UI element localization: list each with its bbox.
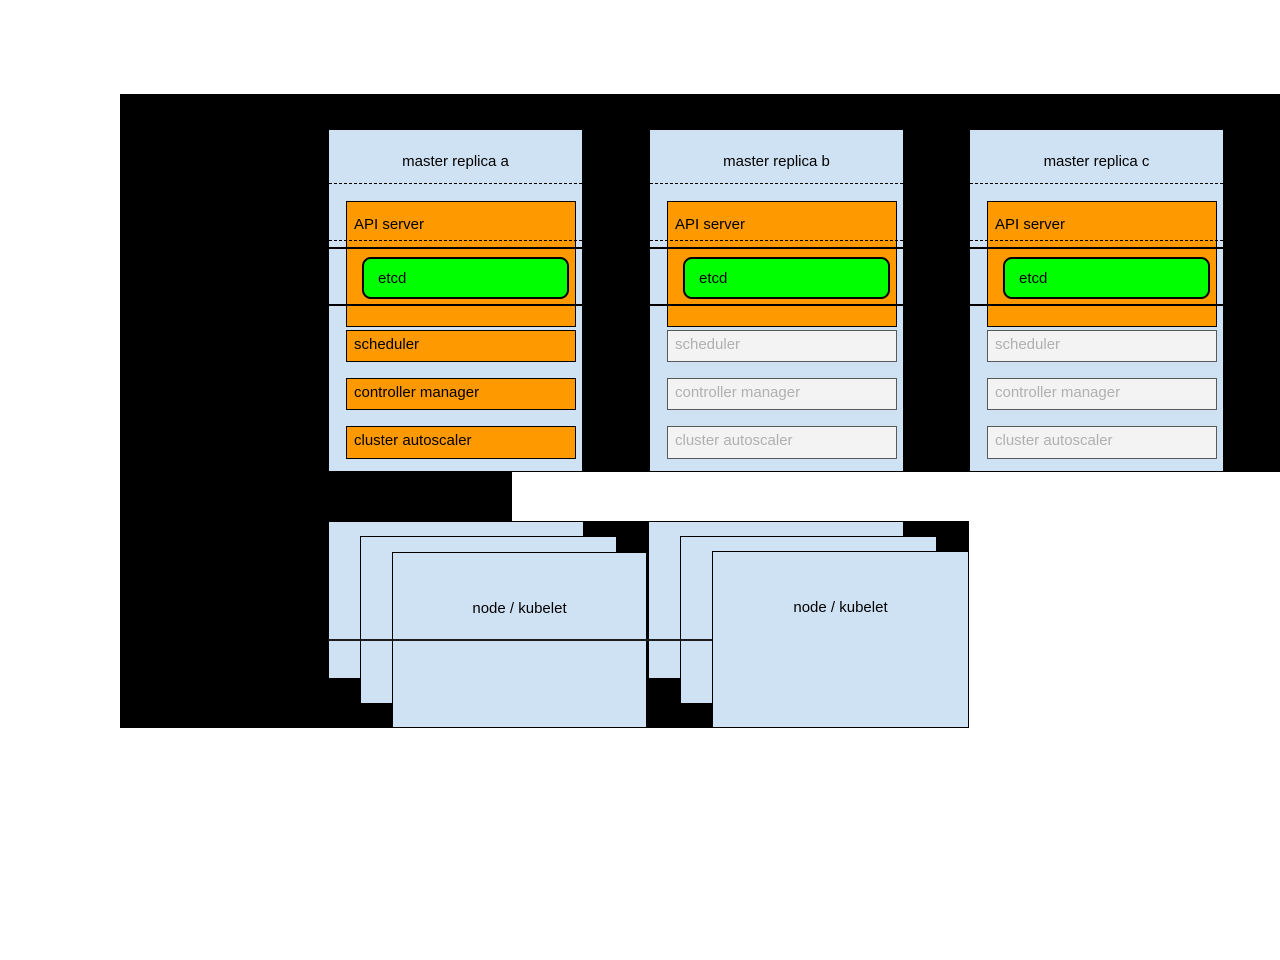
solid-separator-line	[329, 247, 582, 249]
scheduler-box: scheduler	[346, 330, 576, 362]
master-title: master replica c	[1043, 153, 1150, 170]
cluster-autoscaler-box: cluster autoscaler	[346, 426, 576, 459]
controller-manager-box: controller manager	[987, 378, 1217, 410]
master-replica-b-panel: master replica b API server etcd schedul…	[649, 129, 904, 472]
solid-separator-line	[970, 247, 1223, 249]
dashed-separator-line	[329, 183, 582, 184]
scheduler-box: scheduler	[987, 330, 1217, 362]
dashed-separator-line	[650, 183, 903, 184]
controller-manager-box: controller manager	[346, 378, 576, 410]
node-connector-line	[328, 639, 713, 641]
node-label: node / kubelet	[472, 600, 567, 617]
dashed-separator-line	[970, 183, 1223, 184]
node-box-front: node / kubelet	[712, 551, 969, 728]
master-replica-c-panel: master replica c API server etcd schedul…	[969, 129, 1224, 472]
dashed-separator-line	[970, 240, 1223, 241]
etcd-box: etcd	[362, 257, 569, 299]
cluster-autoscaler-box: cluster autoscaler	[667, 426, 897, 459]
solid-separator-line	[650, 304, 903, 306]
dashed-separator-line	[329, 240, 582, 241]
controller-manager-box: controller manager	[667, 378, 897, 410]
scheduler-box: scheduler	[667, 330, 897, 362]
etcd-box: etcd	[1003, 257, 1210, 299]
dashed-separator-line	[650, 240, 903, 241]
black-backdrop-left-column	[120, 472, 512, 521]
master-title: master replica a	[402, 153, 509, 170]
solid-separator-line	[970, 304, 1223, 306]
cluster-autoscaler-box: cluster autoscaler	[987, 426, 1217, 459]
solid-separator-line	[650, 247, 903, 249]
master-replica-a-panel: master replica a API server etcd schedul…	[328, 129, 583, 472]
etcd-box: etcd	[683, 257, 890, 299]
solid-separator-line	[329, 304, 582, 306]
node-label: node / kubelet	[793, 599, 888, 616]
master-title: master replica b	[723, 153, 830, 170]
